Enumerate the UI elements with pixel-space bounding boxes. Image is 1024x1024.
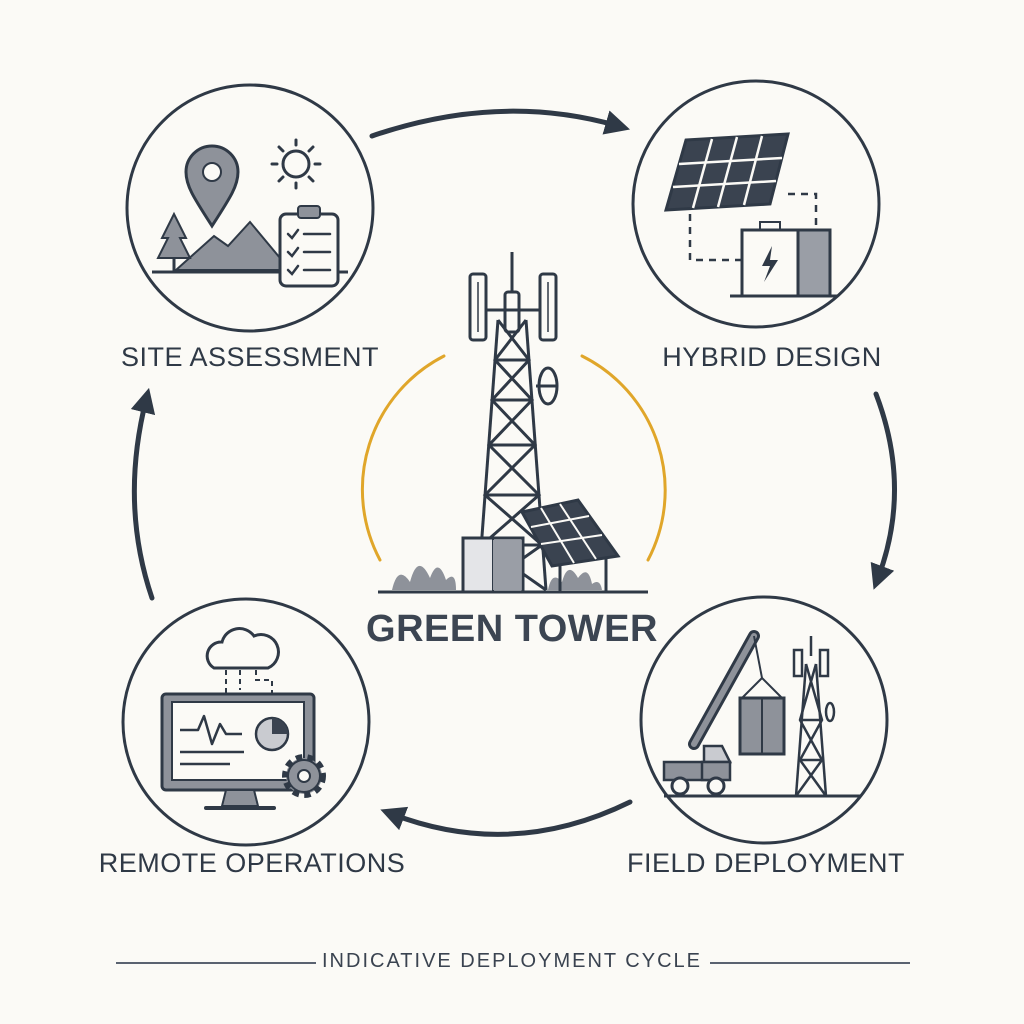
footer: INDICATIVE DEPLOYMENT CYCLE [0,944,1024,984]
location-pin-icon [184,144,240,229]
stage-site-assessment [125,83,375,333]
stage-label-hybrid-design: HYBRID DESIGN [662,342,882,372]
stage-label-field-deployment: FIELD DEPLOYMENT [626,848,906,878]
center-title: GREEN TOWER [366,608,658,650]
footer-caption: INDICATIVE DEPLOYMENT CYCLE [322,950,702,972]
arrow-deployment-to-operations [380,799,633,837]
solar-panel-icon [663,132,790,212]
cell-tower-icon [792,636,836,797]
equipment-cabinet-icon [738,677,786,756]
cloud-icon [205,627,280,670]
bush-icon [392,565,456,590]
bush-icon [548,569,602,590]
clipboard-checklist-icon [278,205,340,288]
arrow-assessment-to-design [369,108,631,139]
accent-arc [360,354,667,562]
tree-icon [156,211,192,272]
pie-chart-icon [254,716,290,752]
gear-icon [282,754,326,798]
monitor-icon [160,692,316,810]
crane-truck-icon [662,630,763,796]
footer-divider-right [710,962,910,964]
stage-label-remote-operations: REMOTE OPERATIONS [98,848,406,878]
battery-storage-icon [730,221,838,298]
mountain-icon [173,220,293,271]
footer-divider-left [116,962,316,964]
pulse-line-icon [180,714,242,746]
stage-label-site-assessment: SITE ASSESSMENT [120,342,380,372]
stage-field-deployment [639,595,889,845]
arrow-operations-to-assessment [130,387,156,601]
stage-remote-operations [121,597,371,847]
stage-hybrid-design [631,79,881,329]
equipment-cabinet-icon [461,536,525,594]
sun-icon [270,138,322,190]
microwave-dish-icon [536,366,559,406]
solar-panel-icon [519,498,621,592]
lightning-bolt-icon [762,246,778,282]
green-tower-illustration [360,252,667,594]
arrow-design-to-deployment [870,391,897,590]
